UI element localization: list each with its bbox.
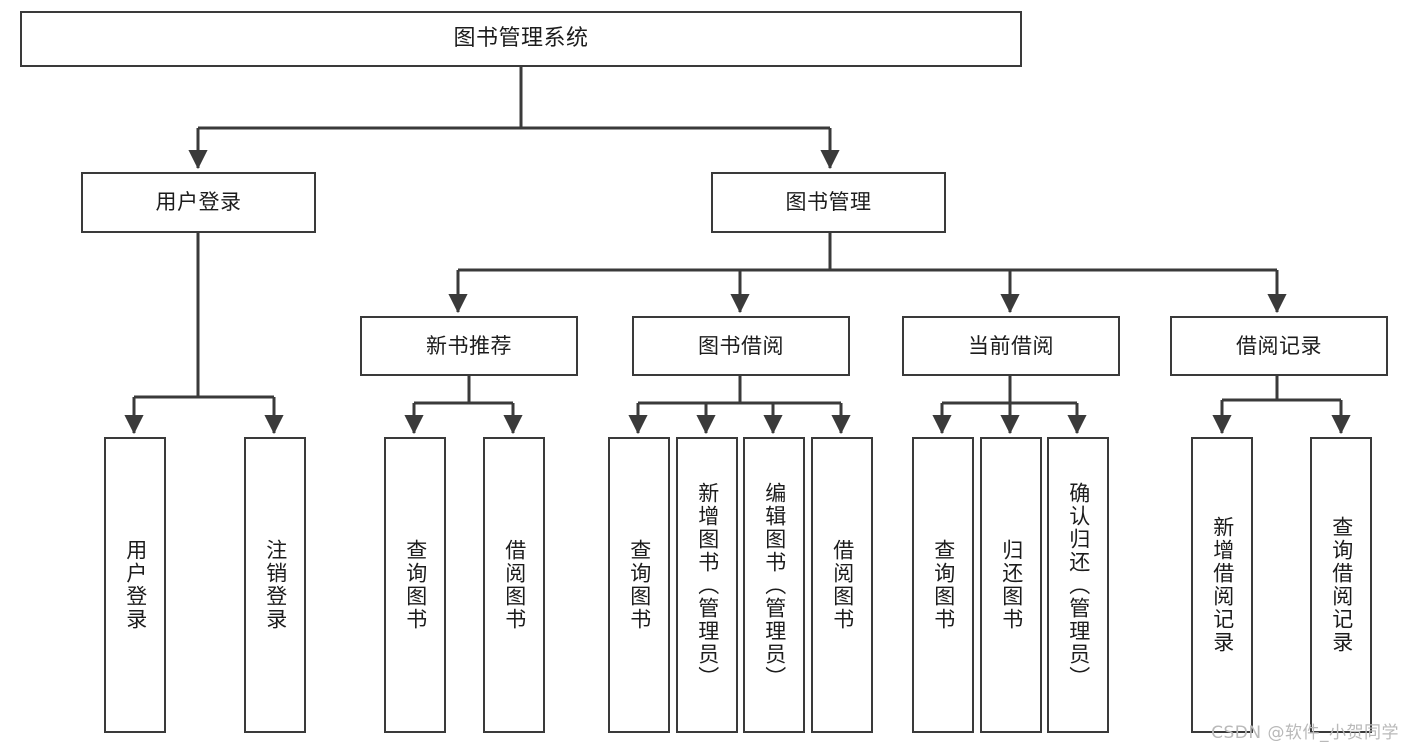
node-leaf-query-book-2[interactable]: 查询图书	[608, 437, 670, 733]
node-leaf-edit-book[interactable]: 编辑图书（管理员）	[743, 437, 805, 733]
node-leaf-query-book-1[interactable]: 查询图书	[384, 437, 446, 733]
watermark: CSDN @软件_小贺同学	[1211, 723, 1399, 743]
node-leaf-borrow-book-1-label: 借阅图书	[502, 539, 527, 631]
node-leaf-confirm-return[interactable]: 确认归还（管理员）	[1047, 437, 1109, 733]
node-leaf-return-book[interactable]: 归还图书	[980, 437, 1042, 733]
node-current-borrow[interactable]: 当前借阅	[902, 316, 1120, 376]
node-leaf-query-book-3[interactable]: 查询图书	[912, 437, 974, 733]
node-leaf-query-record[interactable]: 查询借阅记录	[1310, 437, 1372, 733]
node-book-manage-label: 图书管理	[785, 190, 872, 215]
node-leaf-query-book-2-label: 查询图书	[627, 539, 652, 631]
node-leaf-edit-book-label: 编辑图书（管理员）	[762, 481, 787, 689]
node-leaf-user-login[interactable]: 用户登录	[104, 437, 166, 733]
node-borrow-record-label: 借阅记录	[1236, 333, 1322, 358]
node-current-borrow-label: 当前借阅	[968, 333, 1054, 358]
node-leaf-add-record-label: 新增借阅记录	[1210, 516, 1235, 654]
node-root[interactable]: 图书管理系统	[20, 11, 1022, 67]
node-leaf-return-book-label: 归还图书	[999, 539, 1024, 631]
node-new-book-recommend-label: 新书推荐	[426, 333, 512, 358]
node-leaf-query-record-label: 查询借阅记录	[1329, 516, 1354, 654]
node-book-manage[interactable]: 图书管理	[711, 172, 946, 233]
node-leaf-confirm-return-label: 确认归还（管理员）	[1066, 481, 1091, 689]
node-root-label: 图书管理系统	[453, 26, 589, 52]
node-leaf-add-book-label: 新增图书（管理员）	[695, 481, 720, 689]
node-leaf-borrow-book-1[interactable]: 借阅图书	[483, 437, 545, 733]
node-leaf-add-book[interactable]: 新增图书（管理员）	[676, 437, 738, 733]
node-user-login[interactable]: 用户登录	[81, 172, 316, 233]
node-user-login-label: 用户登录	[155, 190, 242, 215]
node-book-borrow-label: 图书借阅	[698, 333, 784, 358]
node-leaf-query-book-1-label: 查询图书	[403, 539, 428, 631]
node-book-borrow[interactable]: 图书借阅	[632, 316, 850, 376]
node-borrow-record[interactable]: 借阅记录	[1170, 316, 1388, 376]
node-leaf-user-logout-label: 注销登录	[263, 539, 288, 631]
node-leaf-query-book-3-label: 查询图书	[931, 539, 956, 631]
node-leaf-user-login-label: 用户登录	[123, 539, 148, 631]
node-new-book-recommend[interactable]: 新书推荐	[360, 316, 578, 376]
node-leaf-add-record[interactable]: 新增借阅记录	[1191, 437, 1253, 733]
node-leaf-user-logout[interactable]: 注销登录	[244, 437, 306, 733]
node-leaf-borrow-book-2-label: 借阅图书	[830, 539, 855, 631]
node-leaf-borrow-book-2[interactable]: 借阅图书	[811, 437, 873, 733]
